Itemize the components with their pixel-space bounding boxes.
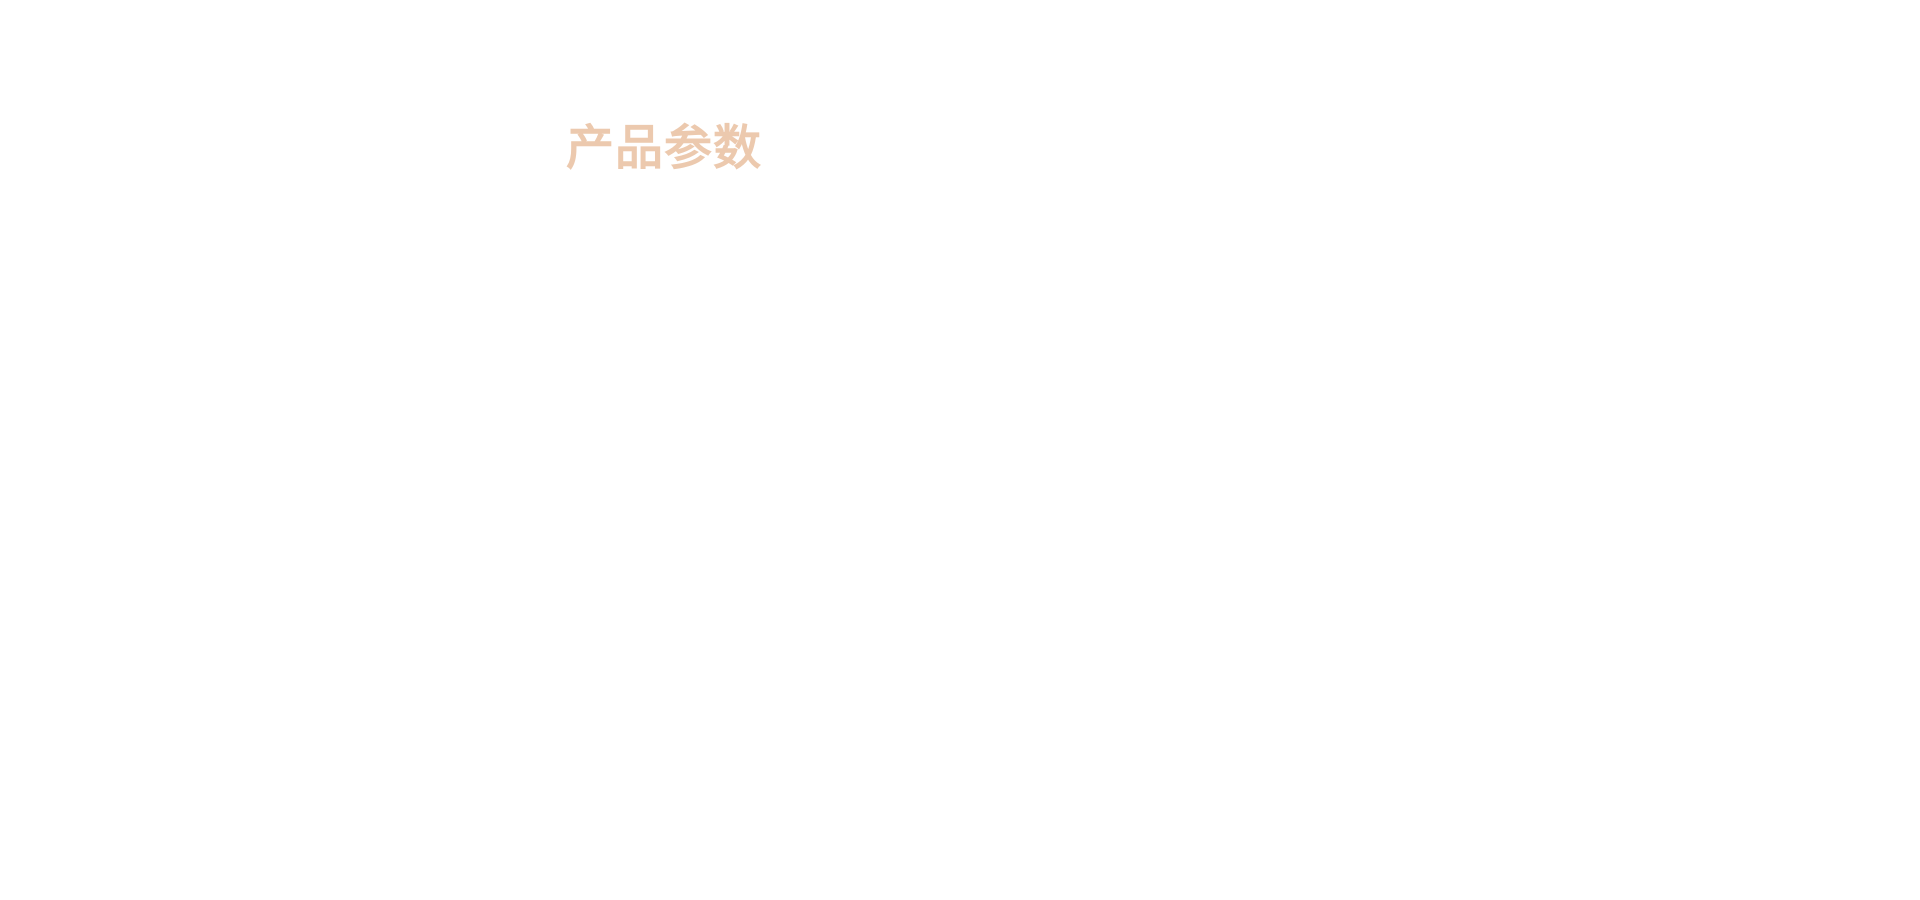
section-title: 产品参数 [566,120,763,176]
